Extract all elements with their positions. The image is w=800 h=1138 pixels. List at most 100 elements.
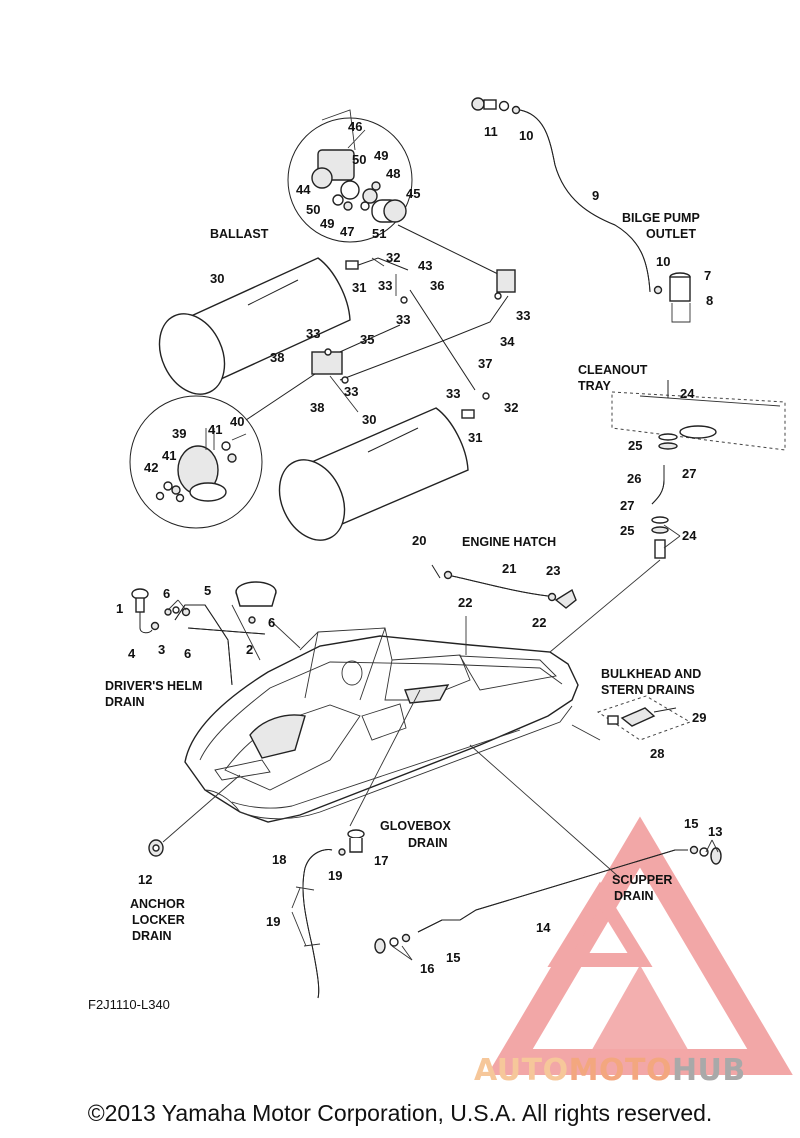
label-anchor-drain: DRAIN xyxy=(132,929,172,943)
callout: 17 xyxy=(374,853,388,868)
callout: 1 xyxy=(116,601,123,616)
callout: 31 xyxy=(352,280,366,295)
detail-leader-line xyxy=(397,224,501,276)
callout: 16 xyxy=(420,961,434,976)
callout: 27 xyxy=(682,466,696,481)
callout: 10 xyxy=(656,254,670,269)
section-labels: BALLAST BILGE PUMP OUTLET CLEANOUT TRAY … xyxy=(88,211,701,1012)
callout: 47 xyxy=(340,224,354,239)
callout: 23 xyxy=(546,563,560,578)
callout: 30 xyxy=(210,271,224,286)
callout: 10 xyxy=(519,128,533,143)
callout: 22 xyxy=(458,595,472,610)
engine-hatch-drain xyxy=(431,564,577,609)
callout: 30 xyxy=(362,412,376,427)
label-glovebox: GLOVEBOX xyxy=(380,819,452,833)
watermark-triangle-icon xyxy=(487,816,793,1075)
label-scupper: SCUPPER xyxy=(612,873,672,887)
callout: 36 xyxy=(430,278,444,293)
callout: 6 xyxy=(163,586,170,601)
label-drivers-helm: DRIVER'S HELM xyxy=(105,679,202,693)
pump-detail-circle xyxy=(129,395,263,529)
callout: 41 xyxy=(162,448,176,463)
valve-detail-circle xyxy=(287,109,413,243)
label-anchor: ANCHOR xyxy=(130,897,185,911)
callout: 33 xyxy=(396,312,410,327)
callout: 33 xyxy=(344,384,358,399)
callout: 19 xyxy=(266,914,280,929)
callout: 18 xyxy=(272,852,286,867)
ballast-hoses xyxy=(311,257,516,419)
ballast-tank-upper xyxy=(158,257,351,395)
callout: 49 xyxy=(320,216,334,231)
label-ballast: BALLAST xyxy=(210,227,269,241)
label-scupper-drain: DRAIN xyxy=(614,889,654,903)
cleanout-tray xyxy=(611,380,786,559)
callout: 32 xyxy=(504,400,518,415)
callout: 34 xyxy=(500,334,515,349)
callout: 39 xyxy=(172,426,186,441)
label-bilge-pump: BILGE PUMP xyxy=(622,211,700,225)
helm-drain xyxy=(131,581,277,686)
callout: 41 xyxy=(208,422,222,437)
callout: 44 xyxy=(296,182,311,197)
callout: 33 xyxy=(306,326,320,341)
callout: 25 xyxy=(628,438,642,453)
anchor-locker-drain xyxy=(148,839,164,857)
logo-hub: HUB xyxy=(671,1053,746,1088)
part-numbers: 46 50 49 48 44 45 50 49 47 51 11 10 9 10… xyxy=(116,119,722,976)
boat-hull xyxy=(184,627,579,823)
label-locker: LOCKER xyxy=(132,913,185,927)
callout: 33 xyxy=(516,308,530,323)
glovebox-drain xyxy=(295,829,365,999)
callout: 24 xyxy=(680,386,695,401)
label-bulkhead: BULKHEAD AND xyxy=(601,667,701,681)
callout: 13 xyxy=(708,824,722,839)
callout: 49 xyxy=(374,148,388,163)
leader-lines xyxy=(162,375,661,879)
callout: 6 xyxy=(184,646,191,661)
callout: 25 xyxy=(620,523,634,538)
ballast-tank-lower xyxy=(278,407,469,541)
bilge-pump-assembly xyxy=(471,97,691,323)
callout: 40 xyxy=(230,414,244,429)
callout: 4 xyxy=(128,646,136,661)
label-glovebox-drain: DRAIN xyxy=(408,836,448,850)
callout: 42 xyxy=(144,460,158,475)
callout: 50 xyxy=(352,152,366,167)
callout: 33 xyxy=(446,386,460,401)
label-cleanout: CLEANOUT xyxy=(578,363,648,377)
callout: 5 xyxy=(204,583,211,598)
callout: 12 xyxy=(138,872,152,887)
diagram-code: F2J1110-L340 xyxy=(88,997,170,1012)
callout: 28 xyxy=(650,746,664,761)
callout: 21 xyxy=(502,561,516,576)
callout: 14 xyxy=(536,920,551,935)
watermark-logo-text: AUTOMOTOHUB xyxy=(474,1053,746,1088)
callout: 37 xyxy=(478,356,492,371)
callout: 9 xyxy=(592,188,599,203)
callout: 27 xyxy=(620,498,634,513)
callout: 50 xyxy=(306,202,320,217)
callout-leaders xyxy=(167,257,719,961)
callout: 15 xyxy=(446,950,460,965)
copyright-notice: ©2013 Yamaha Motor Corporation, U.S.A. A… xyxy=(87,1100,713,1126)
callout: 8 xyxy=(706,293,713,308)
callout: 22 xyxy=(532,615,546,630)
callout: 38 xyxy=(310,400,324,415)
logo-moto: MOTO xyxy=(568,1053,672,1088)
callout: 3 xyxy=(158,642,165,657)
callout: 31 xyxy=(468,430,482,445)
label-tray: TRAY xyxy=(578,379,612,393)
label-stern-drains: STERN DRAINS xyxy=(601,683,695,697)
callout: 32 xyxy=(386,250,400,265)
callout: 6 xyxy=(268,615,275,630)
scupper-drain xyxy=(374,845,722,954)
label-helm-drain: DRAIN xyxy=(105,695,145,709)
callout: 11 xyxy=(484,124,498,139)
callout: 35 xyxy=(360,332,374,347)
callout: 24 xyxy=(682,528,697,543)
label-engine-hatch: ENGINE HATCH xyxy=(462,535,556,549)
callout: 33 xyxy=(378,278,392,293)
